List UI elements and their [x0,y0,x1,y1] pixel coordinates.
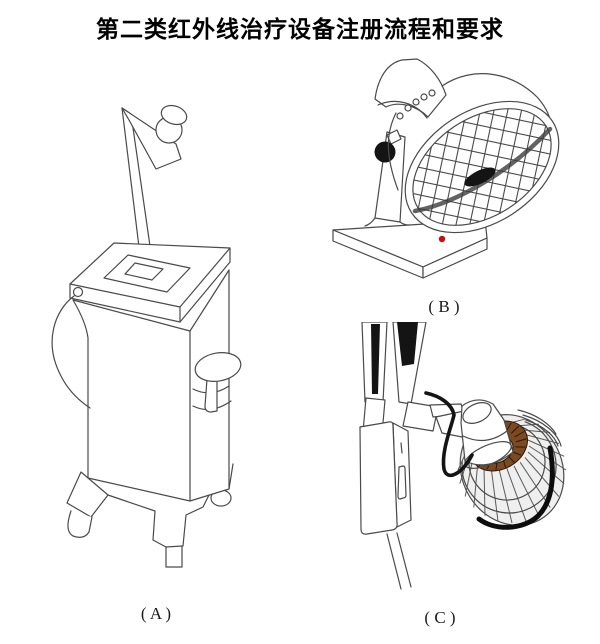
page-title: 第二类红外线治疗设备注册流程和要求 [96,16,504,42]
lamp-arm [402,401,468,439]
vent-holes [396,89,436,120]
grid-shadow [412,126,553,214]
lamp-housing [374,58,447,120]
lower-pole [386,532,412,590]
power-indicator-light [438,235,446,243]
cable [51,295,91,409]
figure-a-label: ( A ) [140,604,172,623]
cart-body [72,269,230,502]
power-cable [424,391,474,478]
control-box [359,421,412,535]
figure-b-label: ( B ) [428,297,460,316]
box-slot [397,465,407,500]
articulated-arm [121,104,188,248]
figure-b-illustration [332,58,573,279]
caster-base [66,463,234,568]
bowl-ribs [457,418,567,524]
applicator-holder [192,352,242,413]
control-panel [69,242,231,323]
figure-a-illustration [51,104,242,568]
adjust-knob [374,141,396,163]
bowl-rim [476,445,555,530]
figure-c-illustration [359,322,567,590]
cable-connector [72,286,84,298]
figure-c-label: ( C ) [424,608,456,627]
lamp-cone [460,399,514,469]
bulb-element [464,167,496,187]
